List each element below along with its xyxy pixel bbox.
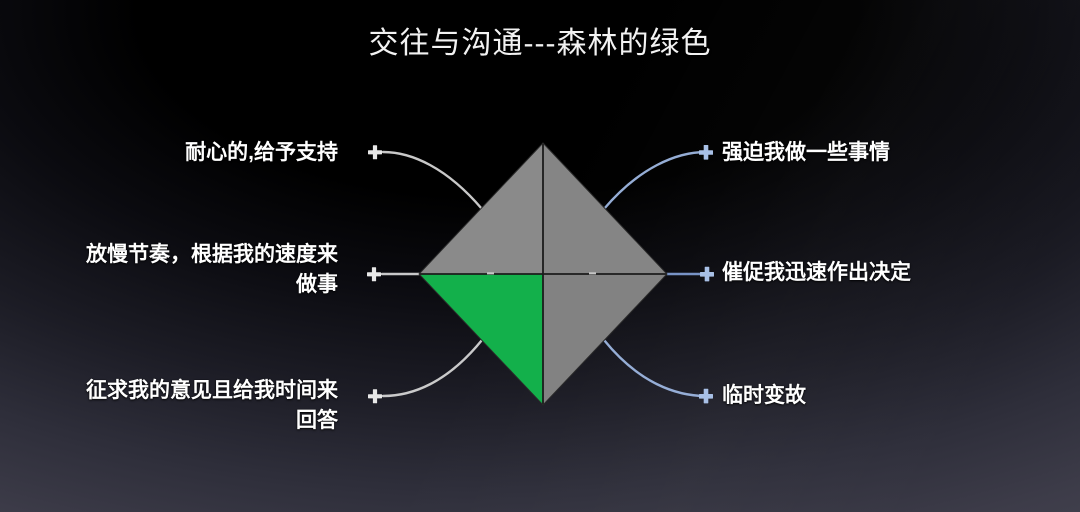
connector-marker-force — [699, 145, 713, 160]
label-slow-down: 放慢节奏，根据我的速度来 做事 — [86, 243, 338, 297]
label-sudden-change: 临时变故 — [722, 384, 806, 407]
label-force-me: 强迫我做一些事情 — [722, 141, 890, 164]
page-title: 交往与沟通---森林的绿色 — [368, 27, 712, 60]
label-rush-decision: 催促我迅速作出决定 — [722, 261, 911, 284]
connector-marker-slow — [367, 267, 381, 282]
connector-line-ask — [381, 338, 484, 398]
label-patient: 耐心的,给予支持 — [185, 141, 338, 164]
connector-line-patient — [381, 150, 484, 211]
connector-line-change — [602, 338, 708, 398]
diamond-outline — [418, 142, 668, 406]
connector-marker-rush — [700, 266, 714, 282]
connector-marker-patient — [368, 145, 382, 160]
axis-tick-right — [589, 272, 596, 275]
label-ask-opinion: 征求我的意见且给我时间来 回答 — [86, 379, 338, 433]
connector-marker-ask — [368, 389, 382, 404]
connector-marker-change — [699, 388, 713, 404]
axis-tick-left — [487, 272, 494, 275]
connector-line-force — [602, 150, 708, 211]
